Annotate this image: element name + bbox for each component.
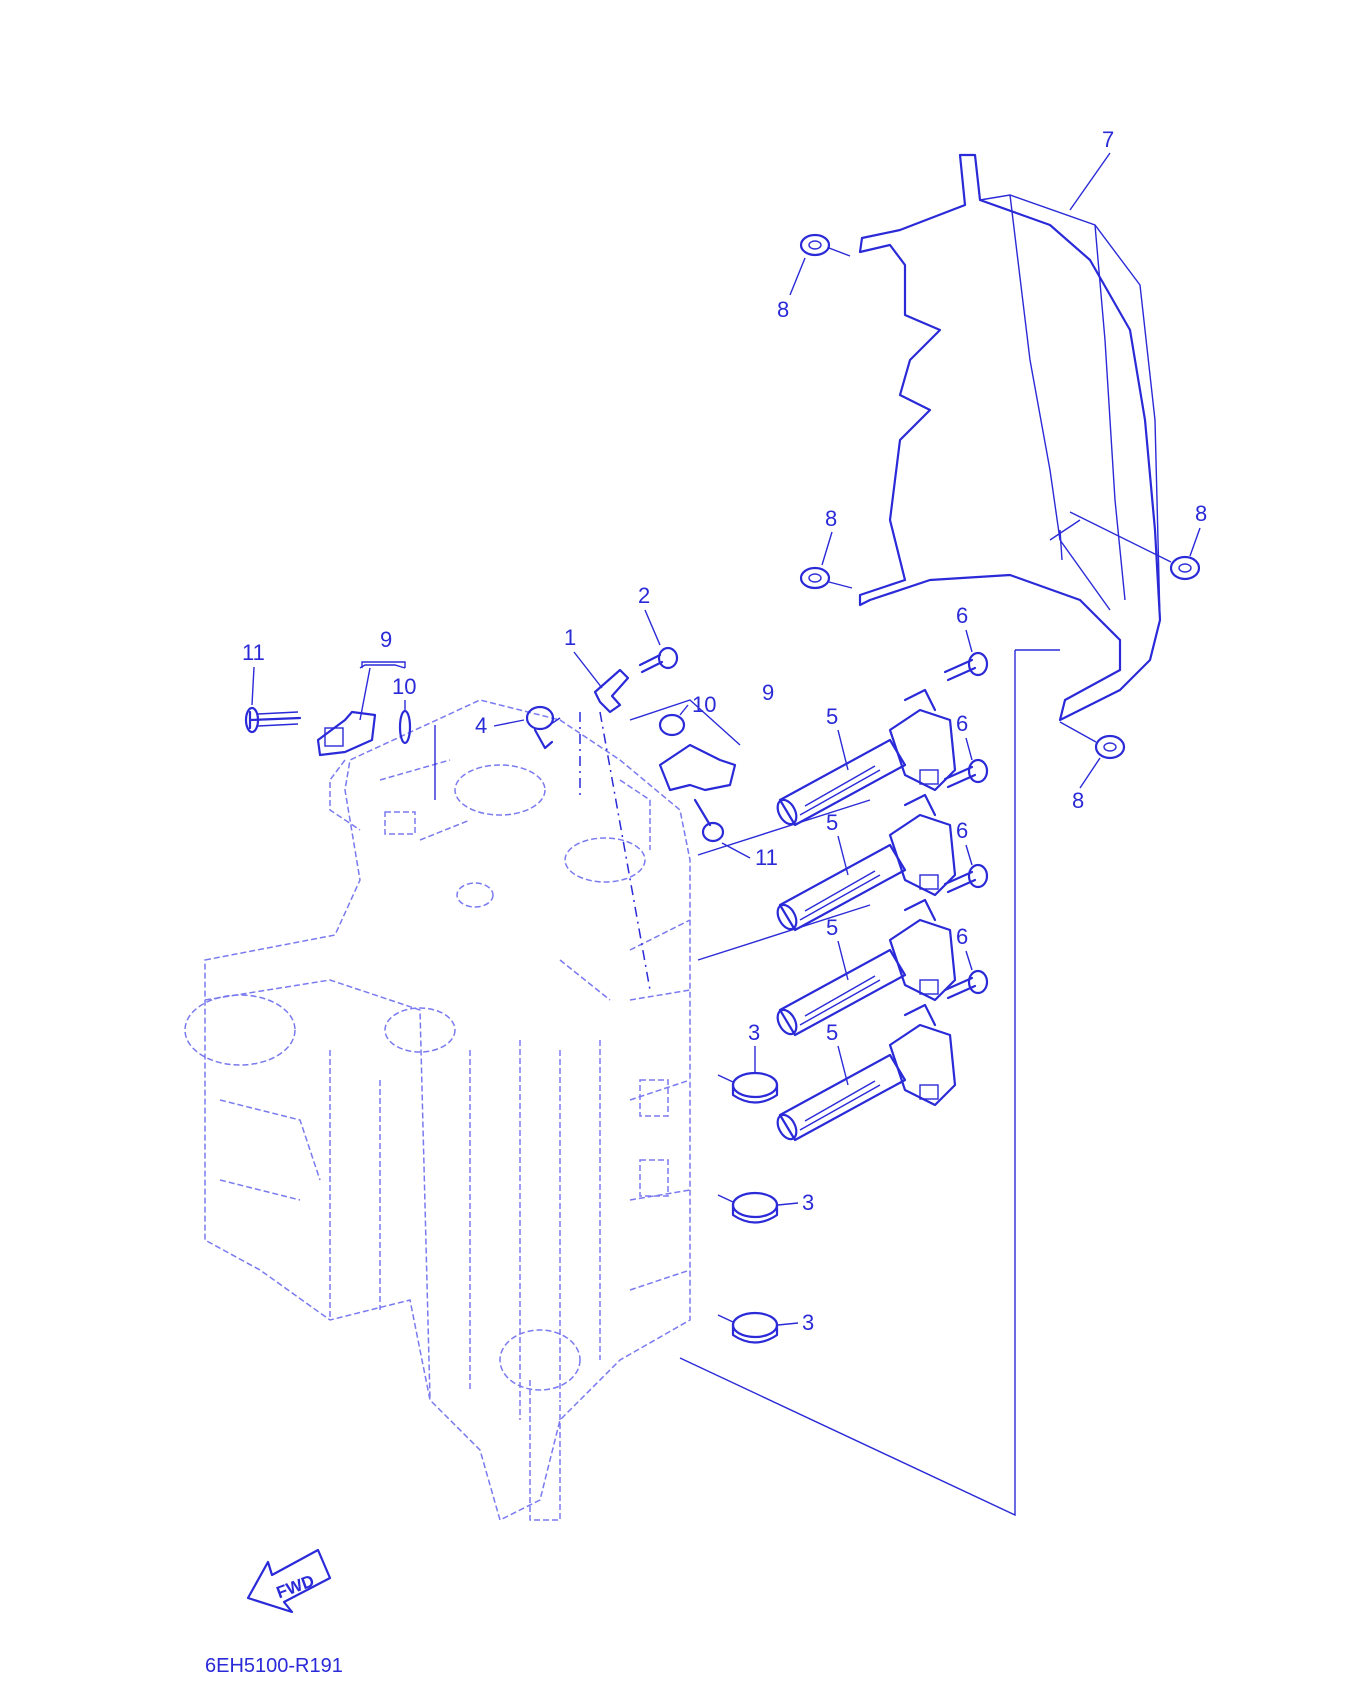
sensor-left-bolt (244, 706, 302, 734)
callout-10-left: 10 (392, 674, 416, 699)
grommet-top (799, 233, 851, 257)
fwd-label: FWD (274, 1571, 317, 1602)
coil-bolt-2 (943, 758, 989, 789)
callout-8-mid-right: 8 (1195, 501, 1207, 526)
ignition-coil-1 (776, 688, 957, 827)
callout-7: 7 (1102, 127, 1114, 152)
bracket (593, 668, 630, 714)
callout-5-b: 5 (826, 810, 838, 835)
clamp-2 (717, 1191, 779, 1224)
callout-3-c: 3 (802, 1310, 814, 1335)
bracket-bolt (638, 646, 679, 674)
callout-6-a: 6 (956, 603, 968, 628)
callout-6-c: 6 (956, 818, 968, 843)
ignition-coils (776, 688, 957, 1142)
callout-9-right: 9 (762, 680, 774, 705)
clamp-1 (717, 1071, 779, 1104)
callout-10-right: 10 (692, 692, 716, 717)
coil-bolts (943, 651, 989, 1000)
callout-3-a: 3 (748, 1020, 760, 1045)
coil-bolt-1 (943, 651, 989, 682)
callout-11-left: 11 (242, 640, 265, 665)
callout-2: 2 (638, 583, 650, 608)
ignition-coil-2 (776, 793, 957, 932)
grommet-mid-right (1069, 511, 1201, 581)
part-code: 6EH5100-R191 (205, 1655, 343, 1677)
fwd-arrow: FWD (246, 1548, 332, 1614)
callout-4: 4 (475, 713, 487, 738)
grommet-bottom (1059, 721, 1126, 760)
hose-clip (525, 705, 555, 750)
grommet-mid-left (799, 566, 853, 590)
callout-5-c: 5 (826, 915, 838, 940)
clamp-3 (717, 1311, 779, 1344)
callout-11-right: 11 (755, 845, 778, 870)
callout-5-d: 5 (826, 1020, 838, 1045)
ignition-coil-4 (776, 1003, 957, 1142)
coil-bolt-3 (943, 863, 989, 894)
callout-6-b: 6 (956, 711, 968, 736)
sensor-right (658, 713, 737, 792)
engine-block (184, 699, 691, 1522)
callout-1: 1 (564, 625, 576, 650)
grommet-group (799, 233, 1201, 760)
sensor-left (316, 709, 412, 757)
coil-bolt-4 (943, 969, 989, 1000)
sensor-right-bolt (693, 798, 725, 843)
ignition-coil-cover (858, 153, 1162, 722)
callout-8-mid-left: 8 (825, 506, 837, 531)
callout-8-top: 8 (777, 297, 789, 322)
callout-3-b: 3 (802, 1190, 814, 1215)
clamps (717, 1071, 779, 1344)
callout-labels: 7 8 8 8 8 2 1 9 10 11 4 10 9 11 6 6 6 (242, 127, 1207, 1335)
callout-8-bottom: 8 (1072, 788, 1084, 813)
callout-6-d: 6 (956, 924, 968, 949)
ignition-coil-3 (776, 898, 957, 1037)
callout-5-a: 5 (826, 704, 838, 729)
callout-9-left: 9 (380, 627, 392, 652)
